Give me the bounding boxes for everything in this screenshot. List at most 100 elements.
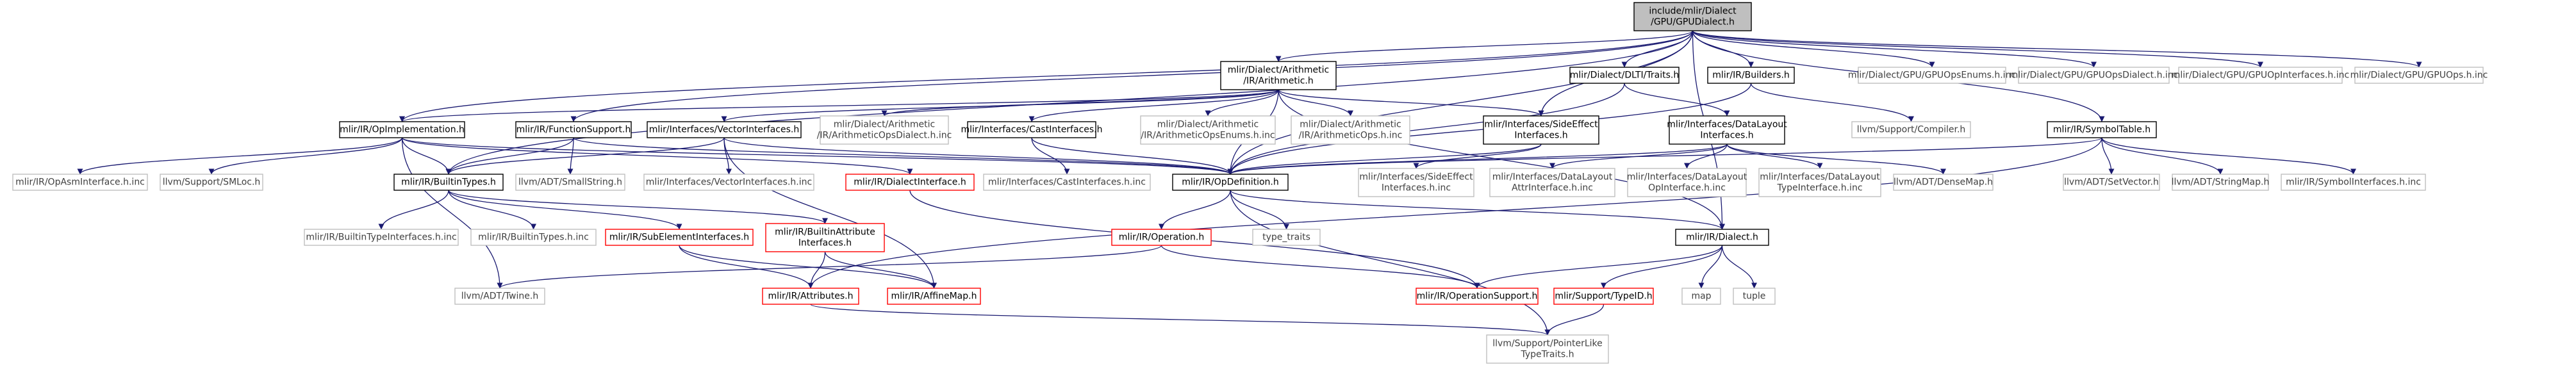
edge-dialect-to-tuple: [1721, 245, 1758, 289]
node-typetraits[interactable]: type_traits: [1252, 229, 1321, 246]
node-label-arithdialinc-0: mlir/Dialect/Arithmetic: [834, 120, 935, 130]
node-dlti[interactable]: mlir/Dialect/DLTI/Traits.h: [1569, 67, 1680, 84]
node-attributes[interactable]: mlir/IR/Attributes.h: [762, 288, 859, 305]
node-gpuenums[interactable]: mlir/Dialect/GPU/GPUOpsEnums.h.inc: [1848, 67, 2016, 84]
node-densemap[interactable]: llvm/ADT/DenseMap.h: [1893, 174, 1994, 191]
node-castifaces[interactable]: mlir/Interfaces/CastInterfaces.h: [961, 121, 1103, 138]
edge-dialect-to-opsupport: [1474, 245, 1723, 289]
edge-opimpl-to-dialiface: [401, 137, 913, 175]
node-dialect[interactable]: mlir/IR/Dialect.h: [1675, 229, 1769, 246]
edge-arith-to-arithopsinc: [1278, 89, 1354, 117]
node-builtintypesinc[interactable]: mlir/IR/BuiltinTypes.h.inc: [470, 229, 597, 246]
node-box-builtintypeifaceinc: [304, 229, 459, 246]
node-typeid[interactable]: mlir/Support/TypeID.h: [1553, 288, 1654, 305]
edge-builtinattr-to-attributes: [807, 251, 826, 289]
node-arithenuminc[interactable]: mlir/Dialect/Arithmetic/IR/ArithmeticOps…: [1140, 115, 1276, 145]
node-box-typetraits: [1252, 229, 1321, 246]
node-dlattrinc[interactable]: mlir/Interfaces/DataLayoutAttrInterface.…: [1489, 168, 1615, 197]
node-label-opdef-0: mlir/IR/OpDefinition.h: [1182, 177, 1278, 188]
node-vecifaceinc[interactable]: mlir/Interfaces/VectorInterfaces.h.inc: [643, 174, 814, 191]
node-label-datalayout-1: Interfaces.h: [1700, 131, 1753, 141]
node-opsupport[interactable]: mlir/IR/OperationSupport.h: [1416, 288, 1539, 305]
node-box-gpuenums: [1858, 67, 2006, 84]
edge-opimpl-to-twine: [401, 137, 503, 289]
node-box-typeid: [1553, 288, 1654, 305]
node-dialiface[interactable]: mlir/IR/DialectInterface.h: [845, 174, 975, 191]
node-box-dlattrinc: [1489, 168, 1615, 197]
node-label-ptrlike-1: TypeTraits.h: [1521, 350, 1574, 360]
edge-funcsupport-to-builtintypes: [445, 137, 574, 175]
edge-datalayout-to-opdef: [1227, 143, 1728, 175]
node-box-opdef: [1172, 174, 1289, 191]
node-stringmap[interactable]: llvm/ADT/StringMap.h: [2172, 174, 2270, 191]
node-arith[interactable]: mlir/Dialect/Arithmetic/IR/Arithmetic.h: [1220, 61, 1337, 90]
node-box-builtinattr: [765, 223, 885, 252]
node-builtintypeifaceinc[interactable]: mlir/IR/BuiltinTypeInterfaces.h.inc: [304, 229, 459, 246]
edge-subelem-to-affinemap: [679, 245, 937, 289]
edge-opimpl-to-opdef: [401, 137, 1234, 175]
edge-arith-to-arithdialinc: [881, 89, 1279, 117]
node-castifaceinc[interactable]: mlir/Interfaces/CastInterfaces.h.inc: [983, 174, 1151, 191]
edge-symtable-to-opdef: [1227, 137, 2102, 175]
edge-datalayout-to-dltypeinc: [1726, 143, 1823, 169]
node-opdef[interactable]: mlir/IR/OpDefinition.h: [1172, 174, 1289, 191]
node-setvector[interactable]: llvm/ADT/SetVector.h: [2063, 174, 2160, 191]
node-label-gpuenums-0: mlir/Dialect/GPU/GPUOpsEnums.h.inc: [1848, 70, 2016, 81]
node-operation[interactable]: mlir/IR/Operation.h: [1111, 229, 1212, 246]
node-gpudialectinc[interactable]: mlir/Dialect/GPU/GPUOpsDialect.h.inc: [2010, 67, 2179, 84]
edge-root-to-gpuenums: [1692, 30, 1935, 68]
edge-builders-to-compiler: [1750, 83, 1914, 122]
edge-vecifaces-to-builtintypes: [445, 137, 725, 175]
edge-dialect-to-typeid: [1600, 245, 1723, 289]
node-box-dialiface: [845, 174, 975, 191]
node-arithopsinc[interactable]: mlir/Dialect/Arithmetic/IR/ArithmeticOps…: [1291, 115, 1410, 145]
node-label-smloc-0: llvm/Support/SMLoc.h: [163, 177, 261, 188]
node-symifaceinc[interactable]: mlir/IR/SymbolInterfaces.h.inc: [2281, 174, 2426, 191]
node-twine[interactable]: llvm/ADT/Twine.h: [454, 288, 545, 305]
node-gpuops[interactable]: mlir/Dialect/GPU/GPUOps.h.inc: [2350, 67, 2488, 84]
node-box-funcsupport: [515, 121, 632, 138]
edge-root-to-gpuops: [1692, 30, 2422, 68]
node-label-gpudialectinc-0: mlir/Dialect/GPU/GPUOpsDialect.h.inc: [2010, 70, 2179, 81]
node-affinemap[interactable]: mlir/IR/AffineMap.h: [887, 288, 981, 305]
node-label-affinemap-0: mlir/IR/AffineMap.h: [891, 291, 977, 302]
edge-datalayout-to-dlopinc: [1683, 143, 1728, 169]
edge-datalayout-to-densemap: [1726, 143, 1946, 175]
node-box-arith: [1220, 61, 1337, 90]
node-label-sideeffect-1: Interfaces.h: [1514, 131, 1567, 141]
node-label-gpuopiface-0: mlir/Dialect/GPU/GPUOpInterfaces.h.inc: [2172, 70, 2349, 81]
edge-dlti-to-datalayout: [1624, 83, 1730, 117]
node-subelem[interactable]: mlir/IR/SubElementInterfaces.h: [605, 229, 754, 246]
node-smloc[interactable]: llvm/Support/SMLoc.h: [160, 174, 263, 191]
node-vecifaces[interactable]: mlir/Interfaces/VectorInterfaces.h: [647, 121, 802, 138]
node-compiler[interactable]: llvm/Support/Compiler.h: [1851, 121, 1971, 138]
node-arithdialinc[interactable]: mlir/Dialect/Arithmetic/IR/ArithmeticOps…: [817, 115, 952, 145]
edge-sideeffect-to-sideeffectinc: [1413, 143, 1542, 169]
node-dltypeinc[interactable]: mlir/Interfaces/DataLayoutTypeInterface.…: [1758, 168, 1881, 197]
node-sideeffectinc[interactable]: mlir/Interfaces/SideEffectInterfaces.h.i…: [1358, 168, 1474, 197]
node-gpuopiface[interactable]: mlir/Dialect/GPU/GPUOpInterfaces.h.inc: [2172, 67, 2349, 84]
node-dlopinc[interactable]: mlir/Interfaces/DataLayoutOpInterface.h.…: [1627, 168, 1747, 197]
edge-castifaces-to-castifaceinc: [1031, 137, 1070, 175]
edge-sideeffect-to-opdef: [1227, 143, 1542, 175]
node-label-typetraits-0: type_traits: [1262, 232, 1310, 243]
node-opasminc[interactable]: mlir/IR/OpAsmInterface.h.inc: [12, 174, 148, 191]
node-tuple[interactable]: tuple: [1733, 288, 1776, 305]
node-symtable[interactable]: mlir/IR/SymbolTable.h: [2047, 121, 2157, 138]
node-smallstring[interactable]: llvm/ADT/SmallString.h: [515, 174, 625, 191]
edge-builtintypes-to-builtintypesinc: [448, 190, 537, 230]
edge-dlti-to-opdef: [1227, 83, 1625, 175]
node-funcsupport[interactable]: mlir/IR/FunctionSupport.h: [515, 121, 632, 138]
edge-root-to-funcsupport: [570, 30, 1694, 122]
node-opimpl[interactable]: mlir/IR/OpImplementation.h: [339, 121, 465, 138]
edge-symtable-to-attributes: [807, 137, 2102, 289]
node-builders[interactable]: mlir/IR/Builders.h: [1707, 67, 1795, 84]
node-box-opasminc: [12, 174, 148, 191]
node-builtintypes[interactable]: mlir/IR/BuiltinTypes.h: [393, 174, 504, 191]
node-map[interactable]: map: [1681, 288, 1721, 305]
edge-builtintypes-to-builtinattr: [448, 190, 828, 224]
